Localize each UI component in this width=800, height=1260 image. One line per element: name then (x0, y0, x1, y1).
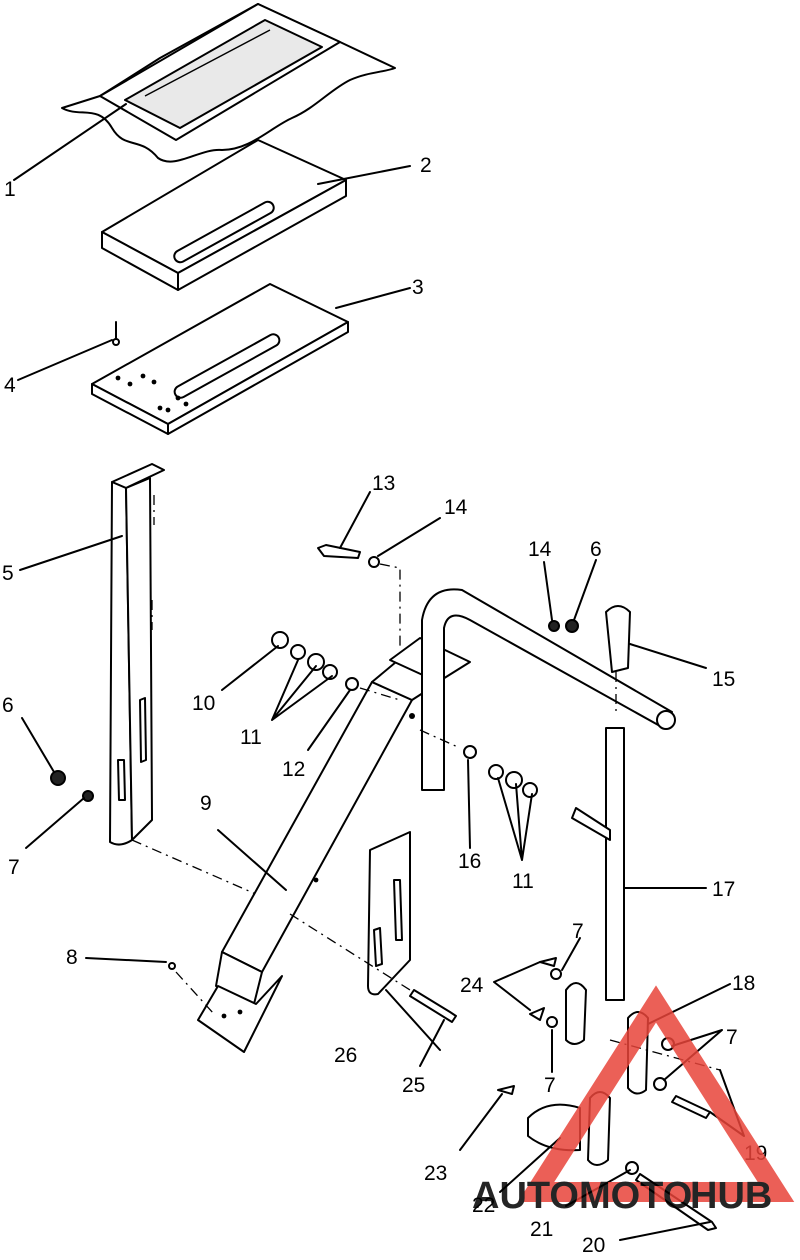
part-10-11-12-washers (271, 631, 401, 701)
watermark-text-2: HUB (690, 1175, 772, 1217)
callout-18: 18 (732, 972, 755, 995)
callout-7-left: 7 (8, 856, 20, 879)
part-16-11-washers (419, 729, 538, 798)
part-2-pad (101, 139, 347, 291)
callout-6-right: 6 (590, 538, 602, 561)
part-9-main-arm (197, 637, 471, 1053)
watermark-triangle-icon (517, 985, 795, 1202)
part-8-pin (168, 962, 215, 1015)
part-15-grip (605, 605, 631, 673)
part-6-7-nut-washer-left (50, 770, 94, 802)
callout-7-upper: 7 (572, 920, 584, 943)
callout-1: 1 (4, 178, 16, 201)
callout-5: 5 (2, 562, 14, 585)
callout-6-left: 6 (2, 694, 14, 717)
part-1-floor-panel (61, 3, 396, 163)
part-5-bracket (109, 463, 259, 896)
callout-11-left: 11 (240, 726, 262, 749)
callout-22: 22 (472, 1194, 495, 1217)
callout-15: 15 (712, 668, 735, 691)
part-17-shift-rod (571, 672, 625, 1001)
callout-labels: 1 2 3 4 5 6 7 8 9 10 11 12 13 14 14 6 15… (2, 154, 767, 1257)
callout-7-lower: 7 (544, 1074, 556, 1097)
part-25-bolt (289, 913, 457, 1023)
leader-lines (13, 103, 745, 1241)
callout-10: 10 (192, 692, 215, 715)
callout-8: 8 (66, 946, 78, 969)
callout-7-right: 7 (726, 1026, 738, 1049)
callout-20: 20 (582, 1234, 605, 1255)
callout-14-right: 14 (528, 538, 552, 561)
callout-9: 9 (200, 792, 212, 815)
callout-2: 2 (420, 154, 432, 177)
callout-21: 21 (530, 1218, 553, 1241)
callout-12: 12 (282, 758, 305, 781)
callout-25: 25 (402, 1074, 425, 1097)
callout-24: 24 (460, 974, 484, 997)
handle-loop-bar (421, 588, 676, 791)
part-26-slotted-plate (367, 831, 411, 996)
watermark-text-1: AUTOMOTO (472, 1175, 692, 1217)
callout-23: 23 (424, 1162, 447, 1185)
watermark-logo: AUTOMOTO HUB (472, 985, 795, 1217)
callout-17: 17 (712, 878, 735, 901)
part-4-screw (112, 321, 120, 346)
callout-4: 4 (4, 374, 16, 397)
callout-3: 3 (412, 276, 424, 299)
callout-13: 13 (372, 472, 395, 495)
callout-26: 26 (334, 1044, 357, 1067)
part-13-bolt (317, 544, 361, 559)
callout-14-upper: 14 (444, 496, 468, 519)
part-3-plate (91, 283, 349, 435)
callout-16: 16 (458, 850, 481, 873)
callout-11-right: 11 (512, 870, 534, 893)
part-14-washer (368, 556, 401, 650)
